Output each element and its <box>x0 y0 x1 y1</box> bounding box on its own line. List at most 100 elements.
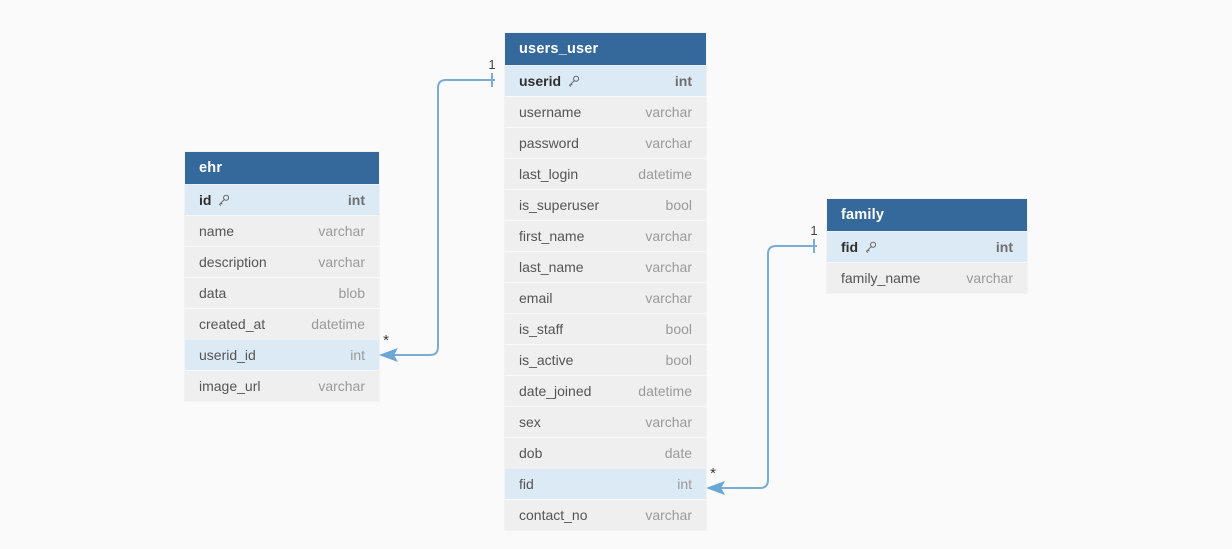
entity-title-family: family <box>827 199 1027 231</box>
entity-title-ehr: ehr <box>185 152 379 184</box>
cardinality-label-one: 1 <box>810 223 817 238</box>
attribute-name-wrap: contact_no <box>519 507 588 523</box>
attribute-type: varchar <box>966 270 1013 286</box>
entity-table-ehr[interactable]: ehr id int name varchar description varchar dat… <box>185 152 379 401</box>
attribute-row-users_user-email[interactable]: email varchar <box>505 282 706 313</box>
attribute-name: name <box>199 223 235 239</box>
many-cardinality-arrow <box>379 348 398 362</box>
attribute-type: int <box>347 192 365 208</box>
attribute-name: fid <box>519 476 534 492</box>
attribute-row-family-family_name[interactable]: family_name varchar <box>827 262 1027 293</box>
attribute-row-users_user-is_staff[interactable]: is_staff bool <box>505 313 706 344</box>
attribute-name: userid_id <box>199 347 256 363</box>
attribute-type: bool <box>665 321 692 337</box>
relationship-users_user-family: 1 * <box>706 223 818 495</box>
attribute-type: varchar <box>645 259 692 275</box>
attribute-name: data <box>199 285 227 301</box>
cardinality-label-many: * <box>710 465 716 482</box>
attribute-row-ehr-description[interactable]: description varchar <box>185 246 379 277</box>
attribute-name: last_login <box>519 166 579 182</box>
attribute-name: contact_no <box>519 507 588 523</box>
attribute-name: email <box>519 290 553 306</box>
attribute-name: password <box>519 135 579 151</box>
attribute-row-ehr-name[interactable]: name varchar <box>185 215 379 246</box>
attribute-name: date_joined <box>519 383 592 399</box>
attribute-type: datetime <box>638 166 692 182</box>
attribute-name-wrap: image_url <box>199 378 260 394</box>
attribute-row-family-fid[interactable]: fid int <box>827 231 1027 262</box>
attribute-type: varchar <box>318 223 365 239</box>
attribute-name: is_staff <box>519 321 564 337</box>
relationship-ehr-users_user: 1 * <box>379 57 496 362</box>
attribute-row-users_user-password[interactable]: password varchar <box>505 127 706 158</box>
attribute-type: varchar <box>645 135 692 151</box>
attribute-name: created_at <box>199 316 266 332</box>
attribute-name-wrap: dob <box>519 445 542 461</box>
relationship-line <box>719 245 817 489</box>
attribute-row-users_user-last_login[interactable]: last_login datetime <box>505 158 706 189</box>
attribute-name: last_name <box>519 259 584 275</box>
many-cardinality-arrow <box>706 481 725 495</box>
entity-table-family[interactable]: family fid int family_name varchar <box>827 199 1027 293</box>
attribute-name-wrap: family_name <box>841 270 920 286</box>
attribute-type: bool <box>665 197 692 213</box>
attribute-name: is_superuser <box>519 197 600 213</box>
attribute-name-wrap: userid <box>519 73 580 89</box>
attribute-name-wrap: first_name <box>519 228 584 244</box>
entity-title-users_user: users_user <box>505 33 706 65</box>
attribute-type: varchar <box>645 507 692 523</box>
attribute-type: int <box>677 476 692 492</box>
attribute-name-wrap: date_joined <box>519 383 591 399</box>
attribute-type: varchar <box>318 378 365 394</box>
cardinality-label-many: * <box>383 332 389 349</box>
attribute-row-users_user-last_name[interactable]: last_name varchar <box>505 251 706 282</box>
attribute-row-users_user-is_superuser[interactable]: is_superuser bool <box>505 189 706 220</box>
cardinality-label-one: 1 <box>488 57 495 72</box>
attribute-name-wrap: password <box>519 135 579 151</box>
attribute-name: is_active <box>519 352 574 368</box>
relationship-line <box>392 79 495 356</box>
attribute-name-wrap: data <box>199 285 226 301</box>
attribute-name-wrap: is_active <box>519 352 573 368</box>
attribute-row-users_user-fid[interactable]: fid int <box>505 468 706 499</box>
attribute-name: userid <box>519 73 562 89</box>
attribute-type: varchar <box>645 414 692 430</box>
attribute-name: username <box>519 104 582 120</box>
attribute-row-ehr-image_url[interactable]: image_url varchar <box>185 370 379 401</box>
attribute-name: description <box>199 254 267 270</box>
attribute-name: fid <box>841 239 859 255</box>
attribute-name-wrap: fid <box>841 239 877 255</box>
attribute-name-wrap: last_login <box>519 166 578 182</box>
attribute-type: varchar <box>645 290 692 306</box>
attribute-name-wrap: email <box>519 290 552 306</box>
attribute-type: int <box>350 347 365 363</box>
attribute-type: int <box>995 239 1013 255</box>
attribute-row-users_user-sex[interactable]: sex varchar <box>505 406 706 437</box>
attribute-name: first_name <box>519 228 585 244</box>
attribute-name-wrap: sex <box>519 414 541 430</box>
attribute-row-ehr-id[interactable]: id int <box>185 184 379 215</box>
attribute-row-users_user-contact_no[interactable]: contact_no varchar <box>505 499 706 530</box>
attribute-row-ehr-data[interactable]: data blob <box>185 277 379 308</box>
attribute-row-users_user-dob[interactable]: dob date <box>505 437 706 468</box>
attribute-name-wrap: name <box>199 223 234 239</box>
key-icon <box>567 75 580 88</box>
attribute-name-wrap: created_at <box>199 316 265 332</box>
attribute-name-wrap: description <box>199 254 267 270</box>
attribute-name-wrap: fid <box>519 476 534 492</box>
attribute-type: varchar <box>318 254 365 270</box>
attribute-name: id <box>199 192 212 208</box>
attribute-type: date <box>664 445 692 461</box>
attribute-row-ehr-userid_id[interactable]: userid_id int <box>185 339 379 370</box>
attribute-type: blob <box>338 285 365 301</box>
attribute-name-wrap: userid_id <box>199 347 256 363</box>
attribute-name-wrap: id <box>199 192 230 208</box>
